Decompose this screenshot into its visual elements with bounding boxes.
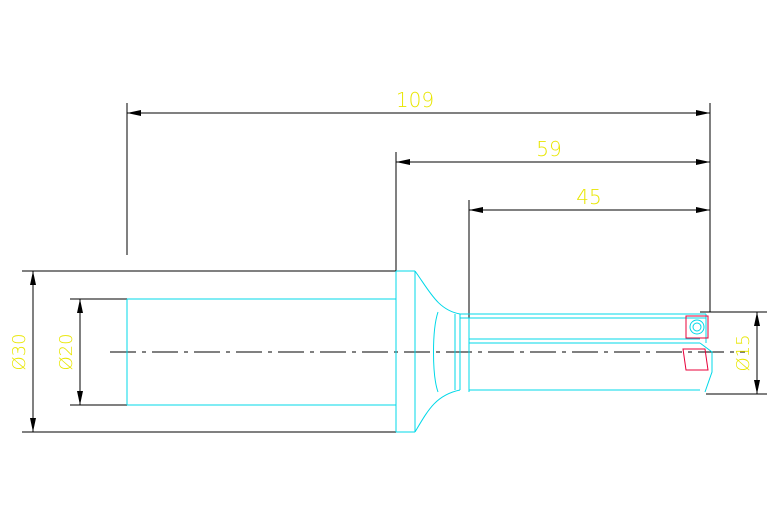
insert-screw xyxy=(689,319,705,335)
insert-icon xyxy=(682,315,709,371)
dimension-cutting-diameter: Ø15 xyxy=(733,334,754,371)
dimension-overall-length: 109 xyxy=(396,88,434,112)
dimension-flute-length: 45 xyxy=(576,185,601,209)
dimension-shoulder-length: 59 xyxy=(536,137,561,161)
dimension-flange-diameter: Ø30 xyxy=(9,333,30,370)
dimension-shank-diameter: Ø20 xyxy=(56,333,77,370)
dimension-lines xyxy=(22,103,767,433)
drill-body-outline xyxy=(126,270,713,433)
